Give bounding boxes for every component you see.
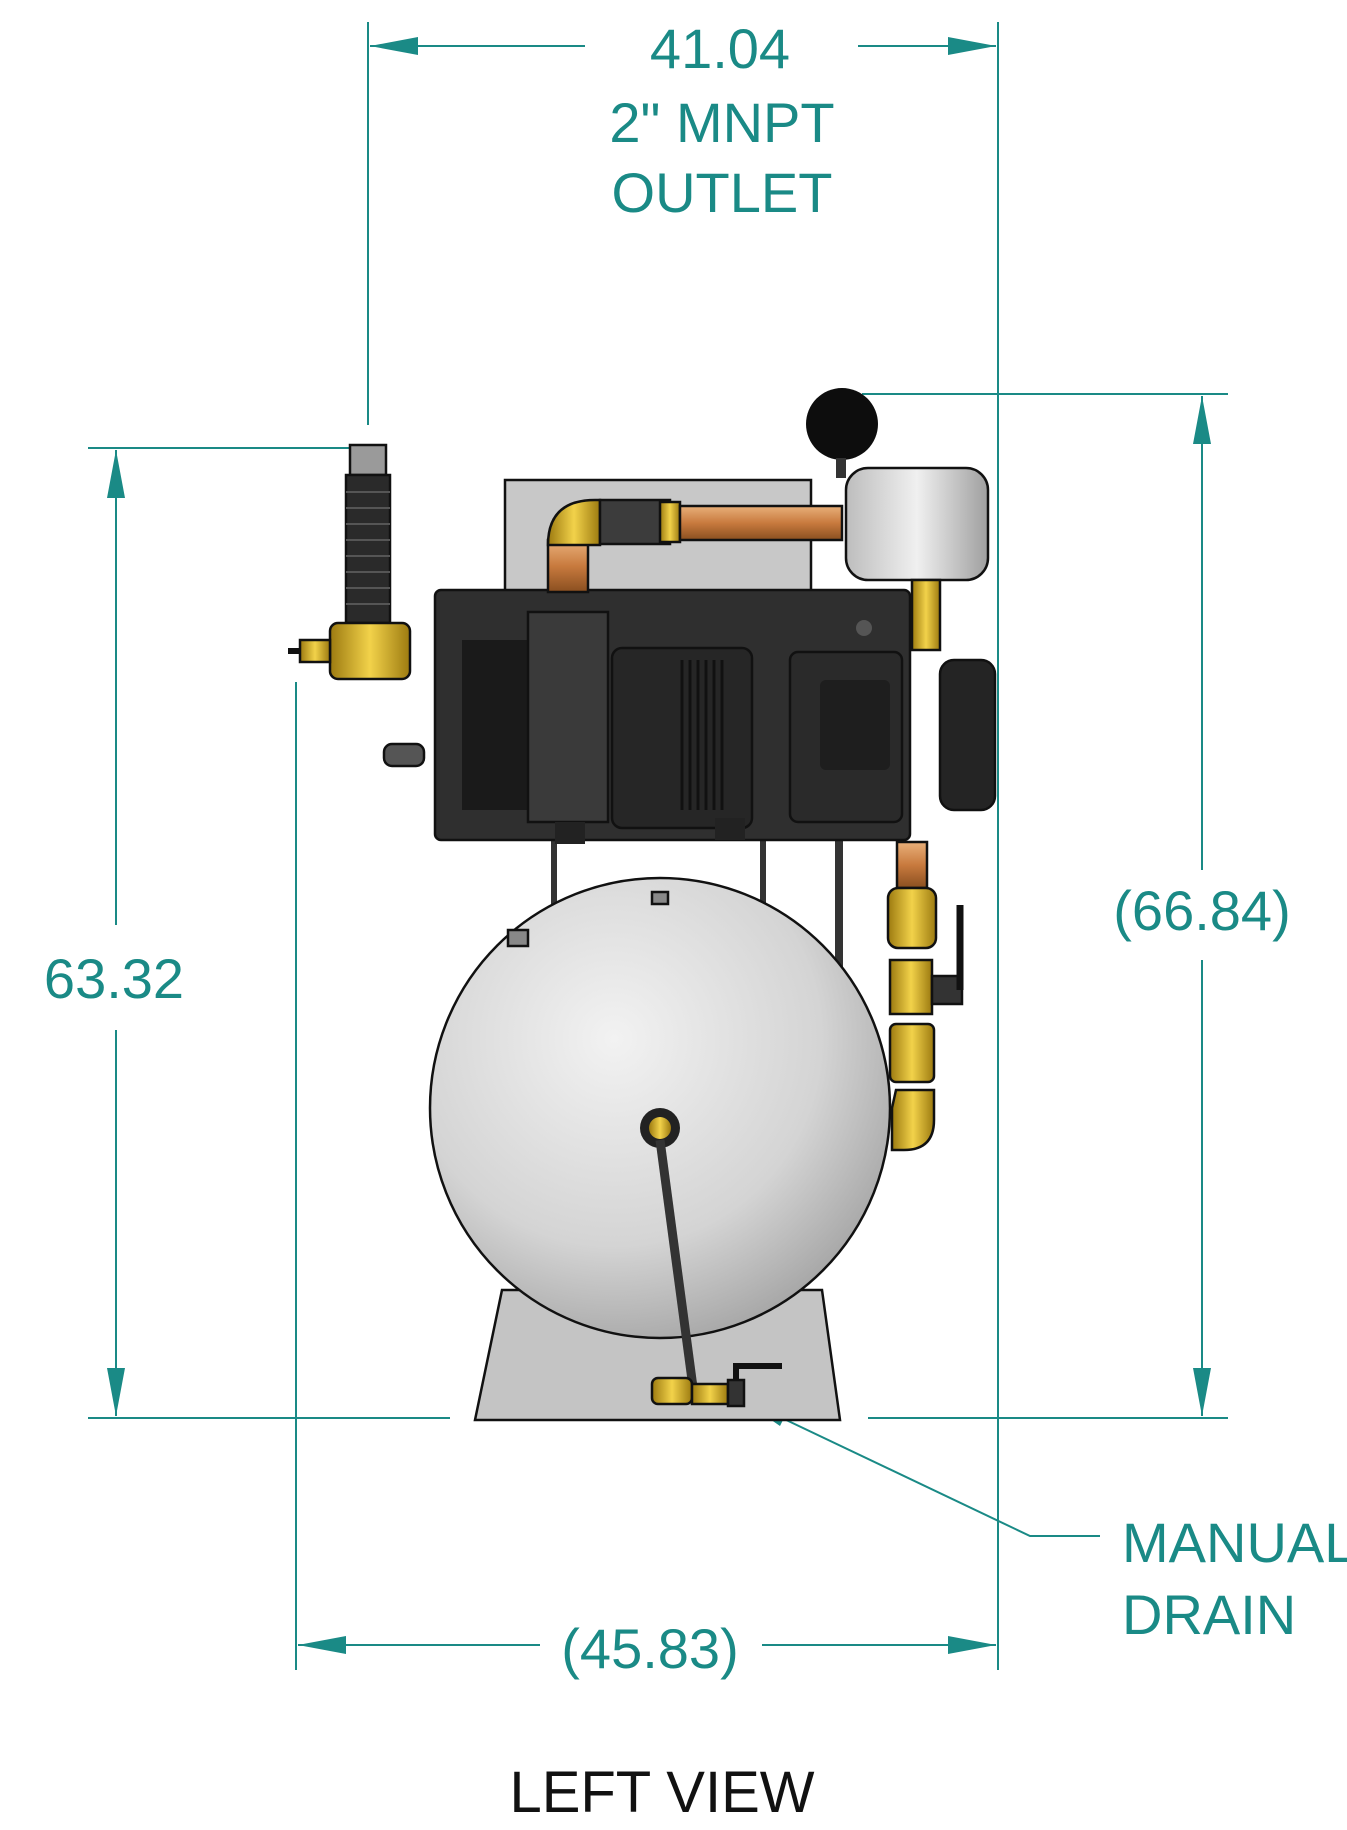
motor-fan-cover <box>820 680 890 770</box>
outlet-label: OUTLET <box>612 161 833 224</box>
gauge-stem <box>836 458 846 478</box>
motor-end-cap <box>938 658 997 812</box>
tank-inlet-union <box>888 1022 936 1084</box>
inlet-flex-hose <box>344 473 392 625</box>
pump-foot-right <box>715 818 745 840</box>
right-height-arrow-top <box>1193 396 1211 444</box>
right-height-value: (66.84) <box>1113 879 1290 942</box>
exhaust-port <box>382 742 426 768</box>
bottom-width-arrow-right <box>948 1636 996 1654</box>
discharge-filter-canister <box>844 466 990 582</box>
dimension-labels: 41.04 2" MNPT OUTLET 63.32 (66.84) (45.8… <box>44 17 1347 1680</box>
tank-inlet-copper <box>895 840 929 890</box>
discharge-copper-riser <box>546 538 590 594</box>
bottom-width-value: (45.83) <box>561 1617 738 1680</box>
compressor-assembly <box>288 388 997 1422</box>
check-valve <box>888 958 934 1016</box>
discharge-copper-pipe <box>678 504 844 542</box>
tank-drain-port-fitting <box>649 1117 671 1139</box>
outlet-size-label: 2" MNPT <box>609 91 834 154</box>
tank-side-fitting <box>506 928 530 948</box>
dimension-lines <box>88 22 1228 1670</box>
frame-leg-left <box>551 840 557 960</box>
manual-drain-label-line2: DRAIN <box>1122 1583 1296 1646</box>
view-title: LEFT VIEW <box>509 1760 814 1825</box>
left-height-value: 63.32 <box>44 947 184 1010</box>
pump-bolt <box>856 620 872 636</box>
tank-inlet-tee <box>886 886 938 950</box>
left-height-arrow-bottom <box>107 1368 125 1416</box>
left-height-arrow-top <box>107 450 125 498</box>
drain-tube <box>655 1139 699 1396</box>
tank-top-fitting <box>650 890 670 906</box>
filter-drain-fitting <box>910 578 942 652</box>
pump-end-cover <box>462 640 532 810</box>
discharge-elbow <box>546 498 602 547</box>
top-width-arrow-left <box>370 37 418 55</box>
top-width-arrow-right <box>948 37 996 55</box>
manual-drain-label-line1: MANUAL <box>1122 1511 1347 1574</box>
inlet-pipe-cap <box>348 443 388 477</box>
inlet-cross-fitting <box>328 621 412 681</box>
pump-foot-left <box>555 822 585 844</box>
bottom-width-arrow-left <box>298 1636 346 1654</box>
discharge-nut <box>658 500 682 544</box>
right-height-arrow-bottom <box>1193 1368 1211 1416</box>
tank-inlet-elbow <box>890 1088 936 1152</box>
top-width-value: 41.04 <box>650 17 790 80</box>
pressure-gauge <box>806 388 878 460</box>
manual-drain-leader <box>781 1417 1100 1537</box>
inlet-side-fitting <box>298 638 332 664</box>
inlet-hose-corrugation <box>346 491 390 605</box>
manual-drain-valve <box>650 1363 782 1408</box>
discharge-union <box>598 498 672 546</box>
frame-leg-outer <box>835 840 843 990</box>
motor-cooling-fins <box>680 660 724 810</box>
coupling-housing <box>526 610 610 824</box>
